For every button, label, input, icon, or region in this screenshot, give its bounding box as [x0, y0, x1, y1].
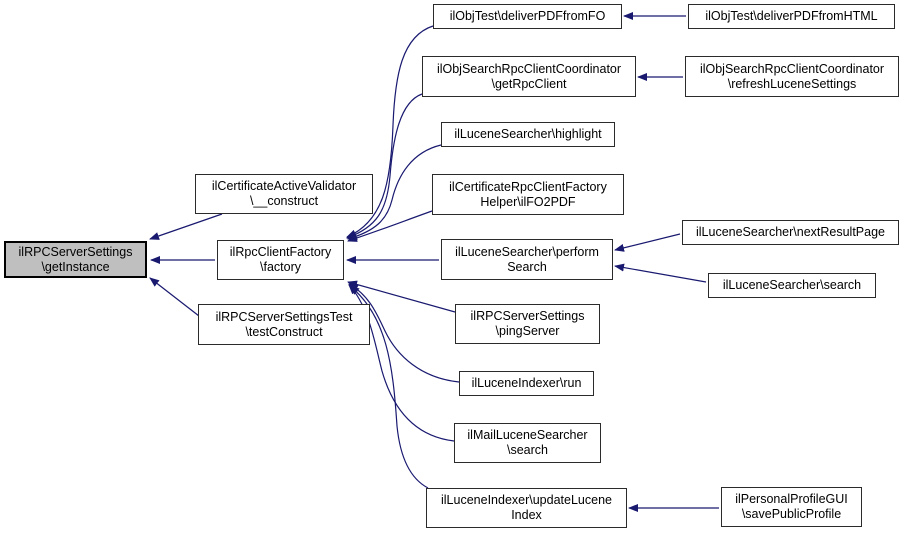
node-label: ilRPCServerSettings: [18, 244, 133, 259]
edge-settingsTest-to-getInstance: [149, 277, 200, 317]
node-luceneSearch[interactable]: ilLuceneSearcher\search: [708, 273, 876, 298]
node-savePublicProfile[interactable]: ilPersonalProfileGUI\savePublicProfile: [721, 487, 862, 527]
edge-updateLuceneIndex-to-rpcFactory: [349, 285, 429, 489]
node-label: ilLuceneSearcher\highlight: [454, 127, 602, 141]
node-label: Helper\ilFO2PDF: [480, 194, 576, 209]
edge-certActiveValidator-to-getInstance: [149, 213, 223, 240]
node-deliverPDFfromHTML[interactable]: ilObjTest\deliverPDFfromHTML: [688, 4, 895, 29]
node-pingServer[interactable]: ilRPCServerSettings\pingServer: [455, 304, 600, 344]
edge-indexerRun-to-rpcFactory: [348, 283, 460, 383]
edge-fo2pdfHelper-to-rpcFactory: [347, 210, 433, 242]
node-label: ilRPCServerSettingsTest: [215, 309, 353, 324]
node-label: ilCertificateActiveValidator: [211, 179, 357, 193]
node-label: \search: [507, 443, 548, 457]
edge-pingServer-to-rpcFactory: [347, 280, 456, 313]
node-label: \refreshLuceneSettings: [727, 76, 857, 91]
node-label: ilCertificateRpcClientFactory: [449, 179, 607, 194]
node-label: \savePublicProfile: [741, 507, 842, 521]
node-label: ilLuceneSearcher\perform: [455, 244, 599, 259]
node-mailSearch[interactable]: ilMailLuceneSearcher\search: [454, 423, 601, 463]
node-label: \factory: [260, 260, 301, 274]
node-label: ilLuceneSearcher\search: [722, 278, 862, 292]
edge-getRpcClient-to-rpcFactory: [346, 93, 423, 239]
node-deliverPDFfromFO[interactable]: ilObjTest\deliverPDFfromFO: [433, 4, 622, 29]
node-label: ilMailLuceneSearcher: [467, 428, 588, 442]
node-label: ilLuceneIndexer\run: [471, 376, 582, 390]
node-label: \getInstance: [41, 259, 110, 274]
node-label: ilObjSearchRpcClientCoordinator: [436, 61, 622, 76]
node-highlight[interactable]: ilLuceneSearcher\highlight: [441, 122, 615, 147]
node-label: Search: [507, 259, 547, 274]
node-rpcFactory[interactable]: ilRpcClientFactory\factory: [217, 240, 344, 280]
node-label: \testConstruct: [245, 324, 323, 339]
node-label: ilLuceneSearcher\nextResultPage: [695, 225, 885, 239]
node-label: \__construct: [249, 194, 319, 208]
node-settingsTest[interactable]: ilRPCServerSettingsTest\testConstruct: [198, 304, 370, 345]
node-label: ilRPCServerSettings: [470, 309, 585, 323]
node-label: \pingServer: [495, 324, 560, 338]
node-label: ilObjTest\deliverPDFfromHTML: [705, 9, 878, 23]
node-getInstance: ilRPCServerSettings\getInstance: [4, 241, 147, 278]
node-getRpcClient[interactable]: ilObjSearchRpcClientCoordinator\getRpcCl…: [422, 56, 636, 97]
node-certActiveValidator[interactable]: ilCertificateActiveValidator\__construct: [195, 174, 373, 214]
node-label: ilRpcClientFactory: [229, 245, 332, 259]
node-label: ilObjSearchRpcClientCoordinator: [699, 61, 885, 76]
edge-highlight-to-rpcFactory: [347, 144, 442, 241]
node-label: ilPersonalProfileGUI: [735, 492, 848, 506]
node-refreshLuceneSettings[interactable]: ilObjSearchRpcClientCoordinator\refreshL…: [685, 56, 899, 97]
node-label: \getRpcClient: [491, 76, 567, 91]
node-indexerRun[interactable]: ilLuceneIndexer\run: [459, 371, 594, 396]
edge-luceneSearch-to-performSearch: [614, 263, 707, 283]
edge-nextResultPage-to-performSearch: [614, 233, 681, 252]
edge-deliverPDFfromFO-to-rpcFactory: [346, 25, 434, 238]
node-nextResultPage[interactable]: ilLuceneSearcher\nextResultPage: [682, 220, 899, 245]
node-label: ilObjTest\deliverPDFfromFO: [449, 9, 606, 23]
node-label: ilLuceneIndexer\updateLucene: [441, 493, 612, 507]
node-label: Index: [511, 508, 542, 522]
